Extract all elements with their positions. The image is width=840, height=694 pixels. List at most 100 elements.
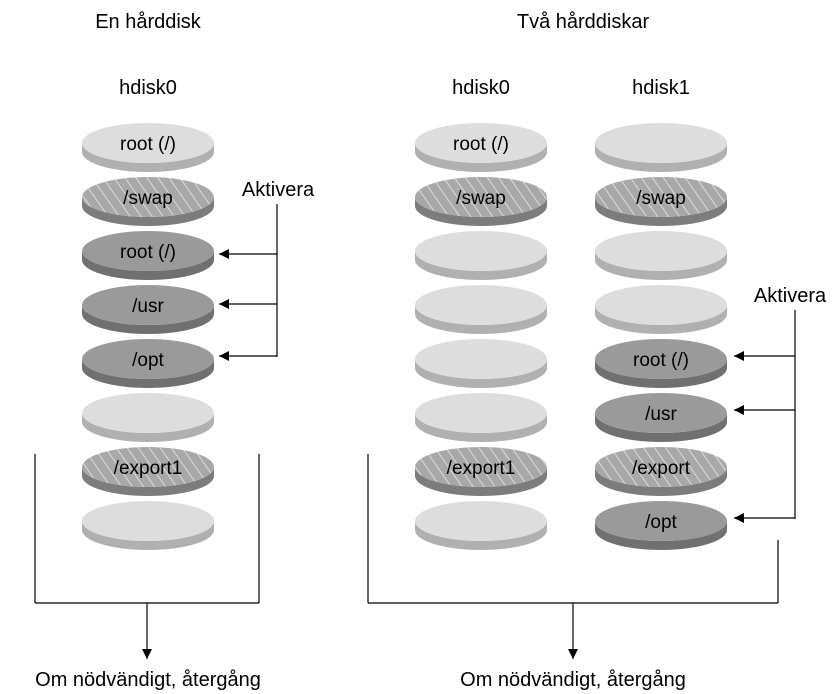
disk-slice-export: /export (595, 447, 727, 496)
disk-slice-empty (595, 231, 727, 280)
disk-slice-empty (415, 231, 547, 280)
slice-label: /export1 (447, 458, 516, 479)
fallback-label-right: Om nödvändigt, återgång (460, 669, 686, 691)
slice-top (595, 501, 727, 541)
disk-slice-root: root (/) (595, 339, 727, 388)
activate-connector-right (734, 310, 796, 523)
slice-side (82, 359, 214, 388)
slice-side (82, 305, 214, 334)
disk-slice-root: root (/) (415, 123, 547, 172)
disk-slice-empty (595, 285, 727, 334)
slice-top (415, 285, 547, 325)
disk-label-hdisk0-left: hdisk0 (119, 77, 177, 99)
slice-side (82, 467, 214, 496)
slice-side (415, 197, 547, 226)
slice-top (415, 231, 547, 271)
disk-slice-opt: /opt (82, 339, 214, 388)
slice-side (595, 197, 727, 226)
slice-side (415, 305, 547, 334)
slice-top (82, 447, 214, 487)
panel-title-single-disk: En hårddisk (95, 11, 202, 33)
slice-side (82, 143, 214, 172)
disk-slice-swap: /swap (82, 177, 214, 226)
slice-top (595, 339, 727, 379)
slice-side (595, 413, 727, 442)
fallback-bracket-left (34, 454, 260, 659)
disk-slice-export1: /export1 (82, 447, 214, 496)
disk-stack-hdisk0-left: root (/) /swap root (/) /usr/opt/export1 (82, 123, 214, 550)
slice-top (82, 501, 214, 541)
slice-label: /export1 (114, 458, 183, 479)
disk-slice-empty (415, 501, 547, 550)
disk-slice-usr: /usr (82, 285, 214, 334)
disk-slice-opt: /opt (595, 501, 727, 550)
slice-top (595, 393, 727, 433)
slice-side (415, 413, 547, 442)
slice-side (415, 359, 547, 388)
slice-top (82, 285, 214, 325)
slice-label: /usr (645, 404, 677, 425)
slice-side (82, 251, 214, 280)
slice-side (415, 467, 547, 496)
slice-label: root (/) (633, 350, 689, 371)
slice-side (595, 467, 727, 496)
slice-label: root (/) (453, 134, 509, 155)
fallback-bracket-right (367, 454, 779, 659)
slice-label: /swap (123, 188, 173, 209)
slice-top (595, 177, 727, 217)
activate-connector-left (219, 204, 278, 361)
slice-top (82, 339, 214, 379)
slice-top (415, 393, 547, 433)
disk-label-hdisk0-right: hdisk0 (452, 77, 510, 99)
slice-top (595, 285, 727, 325)
slice-label: /opt (645, 512, 677, 533)
disk-slice-root: root (/) (82, 123, 214, 172)
slice-label: /usr (132, 296, 164, 317)
slice-top (415, 177, 547, 217)
disk-slice-empty (415, 285, 547, 334)
disk-slice-swap: /swap (595, 177, 727, 226)
disk-slice-empty (82, 393, 214, 442)
slice-side (595, 359, 727, 388)
panel-title-two-disks: Två hårddiskar (517, 11, 650, 33)
slice-label: root (/) (120, 242, 176, 263)
disk-slice-empty (415, 393, 547, 442)
disk-stack-hdisk1-right: /swap root (/) /usr/export/opt (595, 123, 727, 550)
slice-top (415, 447, 547, 487)
slice-top (595, 447, 727, 487)
fallback-label-left: Om nödvändigt, återgång (35, 669, 261, 691)
slice-label: /swap (636, 188, 686, 209)
slice-side (415, 143, 547, 172)
slice-side (82, 521, 214, 550)
slice-top (595, 123, 727, 163)
slice-label: /opt (132, 350, 164, 371)
disk-label-hdisk1-right: hdisk1 (632, 77, 690, 99)
disk-slice-swap: /swap (415, 177, 547, 226)
slice-side (415, 521, 547, 550)
slice-side (415, 251, 547, 280)
disk-slice-export1: /export1 (415, 447, 547, 496)
activate-label-left: Aktivera (242, 179, 315, 201)
slice-side (595, 521, 727, 550)
slice-top (415, 501, 547, 541)
slice-top (595, 231, 727, 271)
slice-side (595, 305, 727, 334)
slice-label: /export (632, 458, 691, 479)
panel-two-disks: Två hårddiskar hdisk0 hdisk1 root (/)/sw… (367, 11, 827, 691)
disk-slice-empty (415, 339, 547, 388)
disk-stack-hdisk0-right: root (/) /swap/export1 (415, 123, 547, 550)
slice-top (82, 231, 214, 271)
disk-slice-empty (82, 501, 214, 550)
slice-side (82, 197, 214, 226)
slice-top (415, 339, 547, 379)
activate-label-right: Aktivera (754, 285, 827, 307)
slice-top (82, 123, 214, 163)
slice-top (82, 177, 214, 217)
slice-label: /swap (456, 188, 506, 209)
slice-label: root (/) (120, 134, 176, 155)
disk-slice-root: root (/) (82, 231, 214, 280)
slice-top (415, 123, 547, 163)
slice-top (82, 393, 214, 433)
